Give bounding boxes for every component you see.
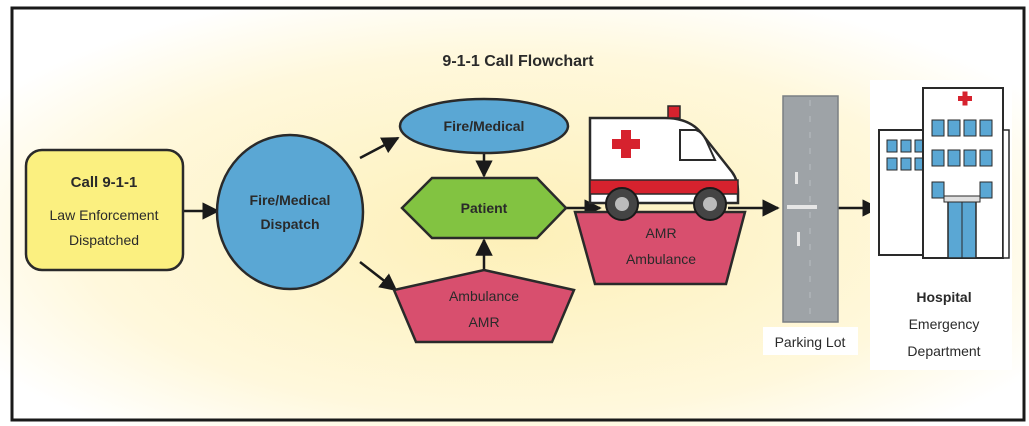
node-patient: Patient (400, 176, 568, 240)
frame-border (10, 6, 1026, 422)
parking-lot-icon (782, 95, 839, 323)
arrow-dispatch-to-ambulance (359, 261, 398, 292)
call-title: Call 9-1-1 (71, 174, 138, 191)
amr-ambulance-line1: AMR (645, 225, 676, 241)
ambulance-amr-line1: Ambulance (449, 288, 519, 304)
node-fire-medical: Fire/Medical (398, 97, 570, 155)
hospital-line2: Emergency (909, 316, 980, 332)
patient-label: Patient (461, 200, 508, 216)
parking-lot-label: Parking Lot (775, 334, 846, 350)
node-ambulance-amr: Ambulance AMR (392, 268, 576, 344)
ambulance-icon (588, 105, 740, 221)
call-line2: Law Enforcement (50, 207, 159, 223)
hospital-line1: Hospital (916, 289, 971, 305)
amr-ambulance-line2: Ambulance (626, 251, 696, 267)
dispatch-line1: Fire/Medical (250, 192, 331, 208)
node-call-911: Call 9-1-1 Law Enforcement Dispatched (24, 148, 185, 272)
node-amr-ambulance: AMR Ambulance (573, 210, 747, 286)
hospital-line3: Department (907, 343, 980, 359)
parking-lot-caption-box: Parking Lot (763, 327, 858, 355)
hospital-caption: Hospital Emergency Department (907, 289, 980, 359)
arrow-dispatch-to-fire (359, 136, 400, 160)
call-line3: Dispatched (69, 232, 139, 248)
node-dispatch: Fire/Medical Dispatch (215, 133, 365, 291)
dispatch-line2: Dispatch (260, 216, 319, 232)
hospital-building-icon (870, 80, 1012, 370)
fire-medical-label: Fire/Medical (444, 118, 525, 134)
ambulance-amr-line2: AMR (468, 314, 499, 330)
diagram-title: 9-1-1 Call Flowchart (442, 53, 594, 70)
